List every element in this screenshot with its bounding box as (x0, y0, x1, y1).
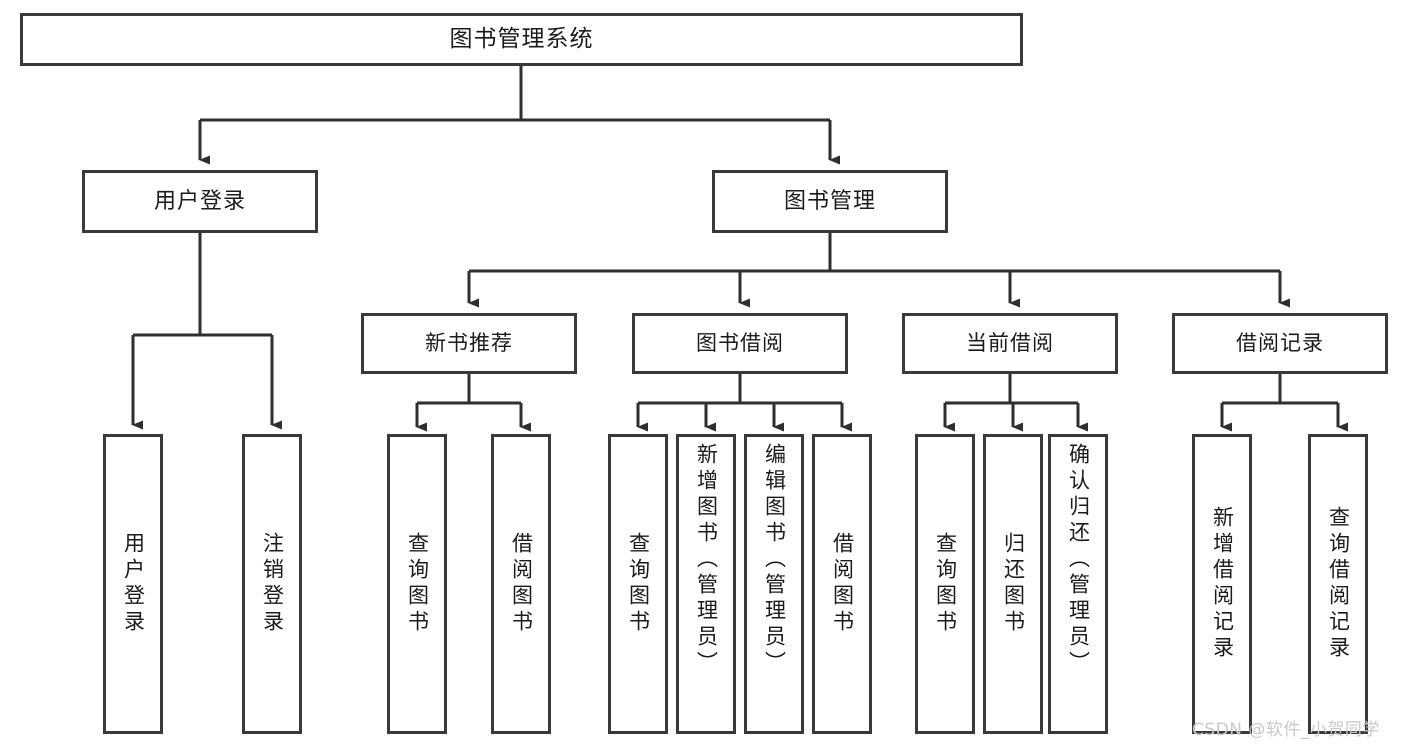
leaf-label: 新增借阅记录 (1210, 506, 1235, 662)
leaf-label: 新增图书（管理员） (694, 443, 719, 677)
leaf-add-borrow-record[interactable]: 新增借阅记录 (1192, 434, 1252, 734)
node-root-system[interactable]: 图书管理系统 (20, 13, 1023, 66)
leaf-label: 查询图书 (933, 532, 958, 636)
node-label: 用户登录 (153, 188, 246, 214)
leaf-query-borrow-record[interactable]: 查询借阅记录 (1308, 434, 1368, 734)
leaf-confirm-return-admin[interactable]: 确认归还（管理员） (1048, 434, 1108, 734)
leaf-label: 借阅图书 (509, 532, 534, 636)
node-label: 图书借阅 (696, 331, 784, 356)
node-label: 借阅记录 (1236, 331, 1324, 356)
leaf-query-book-current[interactable]: 查询图书 (915, 434, 975, 734)
leaf-label: 借阅图书 (830, 532, 855, 636)
leaf-user-login[interactable]: 用户登录 (103, 434, 163, 734)
node-new-book-recommend[interactable]: 新书推荐 (361, 313, 577, 374)
leaf-borrow-book-recommend[interactable]: 借阅图书 (491, 434, 551, 734)
node-label: 新书推荐 (425, 331, 513, 356)
leaf-label: 查询图书 (626, 532, 651, 636)
node-label: 当前借阅 (966, 331, 1054, 356)
leaf-label: 归还图书 (1001, 532, 1026, 636)
node-label: 图书管理 (783, 188, 876, 214)
leaf-return-book[interactable]: 归还图书 (983, 434, 1043, 734)
node-label: 图书管理系统 (449, 26, 594, 53)
node-user-login[interactable]: 用户登录 (82, 170, 318, 233)
leaf-query-book-borrow[interactable]: 查询图书 (608, 434, 668, 734)
leaf-edit-book-admin[interactable]: 编辑图书（管理员） (744, 434, 804, 734)
watermark-text: CSDN @软件_小贺同学 (1192, 720, 1380, 740)
leaf-label: 注销登录 (260, 532, 285, 636)
node-book-borrow[interactable]: 图书借阅 (632, 313, 848, 374)
node-borrow-record[interactable]: 借阅记录 (1172, 313, 1388, 374)
leaf-label: 确认归还（管理员） (1066, 443, 1091, 677)
node-book-management[interactable]: 图书管理 (712, 170, 948, 233)
leaf-label: 查询图书 (405, 532, 430, 636)
leaf-logout[interactable]: 注销登录 (242, 434, 302, 734)
leaf-label: 用户登录 (121, 532, 146, 636)
leaf-label: 查询借阅记录 (1326, 506, 1351, 662)
leaf-add-book-admin[interactable]: 新增图书（管理员） (676, 434, 736, 734)
node-current-borrow[interactable]: 当前借阅 (902, 313, 1118, 374)
leaf-borrow-book[interactable]: 借阅图书 (812, 434, 872, 734)
leaf-query-book-recommend[interactable]: 查询图书 (387, 434, 447, 734)
leaf-label: 编辑图书（管理员） (762, 443, 787, 677)
